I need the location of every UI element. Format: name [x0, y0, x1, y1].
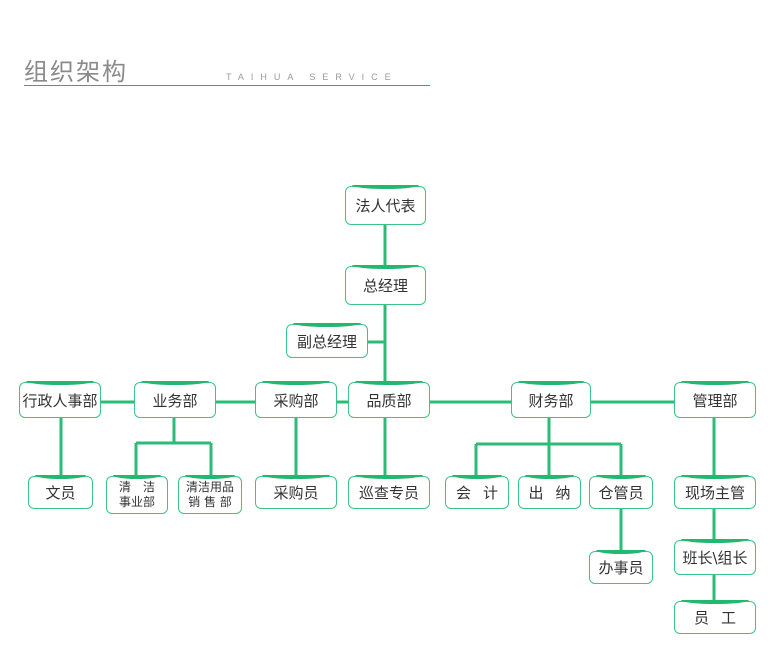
node-admin-hr: 行政人事部: [19, 381, 101, 418]
node-label: 行政人事部: [22, 391, 98, 410]
node-label-line2: 事业部: [118, 495, 155, 509]
node-label: 法人代表: [355, 197, 416, 215]
node-finance: 财务部: [511, 381, 591, 418]
node-label: 巡查专员: [358, 484, 419, 502]
node-deputy-gm: 副总经理: [286, 323, 368, 358]
node-label: 办事员: [598, 559, 644, 577]
node-purchaser: 采购员: [255, 475, 337, 509]
node-label: 仓管员: [598, 484, 644, 502]
node-team-leader: 班长\组长: [674, 539, 756, 575]
node-label: 班长\组长: [682, 549, 748, 567]
node-accountant: 会计: [445, 475, 511, 509]
node-office-staff: 办事员: [589, 550, 653, 584]
node-label: 员工: [693, 609, 748, 627]
node-management: 管理部: [674, 381, 756, 418]
node-legal-rep: 法人代表: [345, 185, 426, 225]
node-label: 财务部: [528, 391, 574, 410]
node-quality: 品质部: [348, 381, 430, 418]
node-business: 业务部: [134, 381, 216, 418]
page-title: 组织架构: [24, 58, 128, 86]
node-label: 会计: [456, 484, 511, 502]
node-purchasing: 采购部: [255, 381, 337, 418]
node-staff: 员工: [674, 600, 756, 634]
node-label: 副总经理: [296, 332, 357, 351]
node-label: 采购部: [273, 391, 319, 410]
node-clerk: 文员: [28, 475, 93, 509]
node-inspector: 巡查专员: [348, 475, 430, 509]
node-cashier: 出纳: [518, 475, 583, 509]
node-label: 业务部: [152, 391, 198, 410]
node-label: 出纳: [528, 484, 583, 502]
node-site-supervisor: 现场主管: [674, 475, 756, 509]
node-warehouse-keeper: 仓管员: [589, 475, 653, 509]
node-label: 文员: [45, 484, 76, 502]
node-label-line1: 清 洁: [118, 480, 155, 494]
node-label: 采购员: [273, 484, 319, 502]
title-underline: [24, 85, 430, 86]
node-cleaning-division: 清 洁 事业部: [106, 475, 168, 514]
node-label: 品质部: [366, 391, 412, 410]
node-label-line2: 销 售 部: [188, 495, 232, 509]
node-label-line1: 清洁用品: [185, 480, 234, 494]
page-subtitle: TAIHUA SERVICE: [226, 72, 398, 82]
node-label: 现场主管: [684, 484, 745, 502]
node-general-manager: 总经理: [345, 265, 426, 305]
node-label: 总经理: [362, 277, 408, 295]
node-label: 管理部: [692, 391, 738, 410]
node-cleaning-sales: 清洁用品 销 售 部: [178, 475, 242, 514]
